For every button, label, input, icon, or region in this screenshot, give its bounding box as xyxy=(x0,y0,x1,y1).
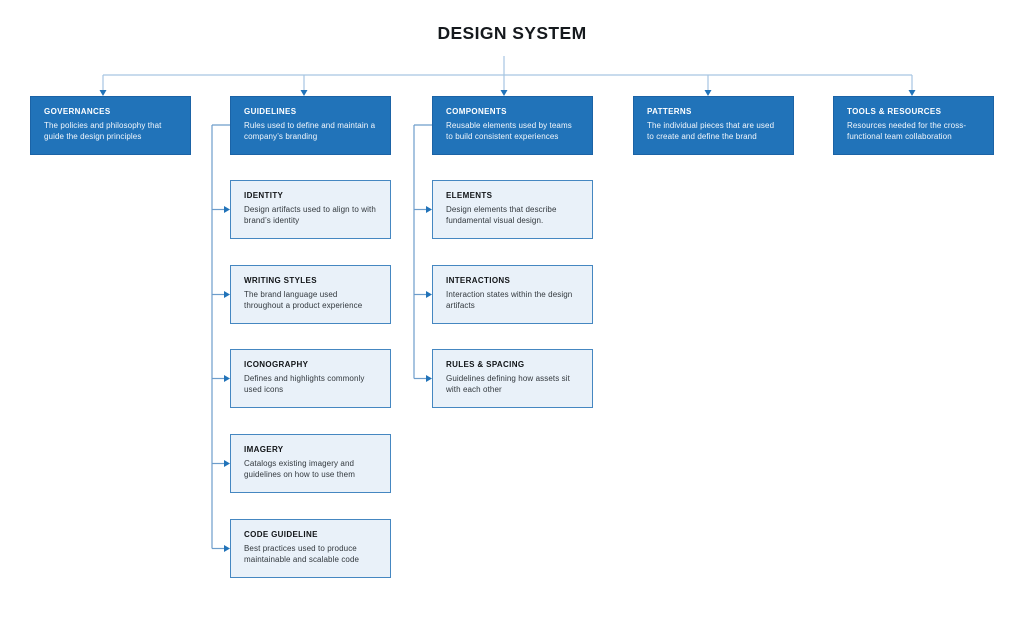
node-rules-spacing-description: Guidelines defining how assets sit with … xyxy=(446,374,570,394)
node-code-guideline: CODE GUIDELINE Best practices used to pr… xyxy=(230,519,391,578)
node-governances-description: The policies and philosophy that guide t… xyxy=(44,121,162,141)
components-branch-lines xyxy=(413,124,432,380)
node-tools-resources: TOOLS & RESOURCES Resources needed for t… xyxy=(833,96,994,155)
node-writing-styles-title: WRITING STYLES xyxy=(244,276,317,285)
node-guidelines-description: Rules used to define and maintain a comp… xyxy=(244,121,376,141)
tree-lines xyxy=(102,56,913,91)
node-rules-spacing-title: RULES & SPACING xyxy=(446,360,525,369)
node-components: COMPONENTS Reusable elements used by tea… xyxy=(432,96,593,155)
node-imagery-title: IMAGERY xyxy=(244,445,284,454)
node-components-title: COMPONENTS xyxy=(446,107,507,116)
node-writing-styles-description: The brand language used throughout a pro… xyxy=(244,290,363,310)
node-governances-title: GOVERNANCES xyxy=(44,107,111,116)
node-identity: IDENTITY Design artifacts used to align … xyxy=(230,180,391,239)
node-tools-resources-title: TOOLS & RESOURCES xyxy=(847,107,942,116)
node-identity-title: IDENTITY xyxy=(244,191,284,200)
node-interactions-title: INTERACTIONS xyxy=(446,276,511,285)
node-identity-description: Design artifacts used to align to with b… xyxy=(244,205,376,225)
node-governances: GOVERNANCES The policies and philosophy … xyxy=(30,96,191,155)
node-elements-title: ELEMENTS xyxy=(446,191,493,200)
page-title: DESIGN SYSTEM xyxy=(437,23,587,43)
node-guidelines-title: GUIDELINES xyxy=(244,107,297,116)
node-components-description: Reusable elements used by teams to build… xyxy=(446,121,572,141)
node-elements: ELEMENTS Design elements that describe f… xyxy=(432,180,593,239)
guidelines-branch-lines xyxy=(211,124,230,550)
node-interactions: INTERACTIONS Interaction states within t… xyxy=(432,265,593,324)
node-patterns-description: The individual pieces that are used to c… xyxy=(647,121,775,141)
node-elements-description: Design elements that describe fundamenta… xyxy=(446,205,557,225)
node-iconography-title: ICONOGRAPHY xyxy=(244,360,309,369)
node-imagery: IMAGERY Catalogs existing imagery and gu… xyxy=(230,434,391,493)
node-writing-styles: WRITING STYLES The brand language used t… xyxy=(230,265,391,324)
node-patterns: PATTERNS The individual pieces that are … xyxy=(633,96,794,155)
node-rules-spacing: RULES & SPACING Guidelines defining how … xyxy=(432,349,593,408)
node-guidelines: GUIDELINES Rules used to define and main… xyxy=(230,96,391,155)
node-code-guideline-title: CODE GUIDELINE xyxy=(244,530,318,539)
node-patterns-title: PATTERNS xyxy=(647,107,692,116)
node-iconography-description: Defines and highlights commonly used ico… xyxy=(244,374,365,394)
node-code-guideline-description: Best practices used to produce maintaina… xyxy=(244,544,360,564)
node-iconography: ICONOGRAPHY Defines and highlights commo… xyxy=(230,349,391,408)
node-imagery-description: Catalogs existing imagery and guidelines… xyxy=(244,459,355,479)
node-interactions-description: Interaction states within the design art… xyxy=(446,290,573,310)
node-tools-resources-description: Resources needed for the cross-functiona… xyxy=(847,121,967,141)
